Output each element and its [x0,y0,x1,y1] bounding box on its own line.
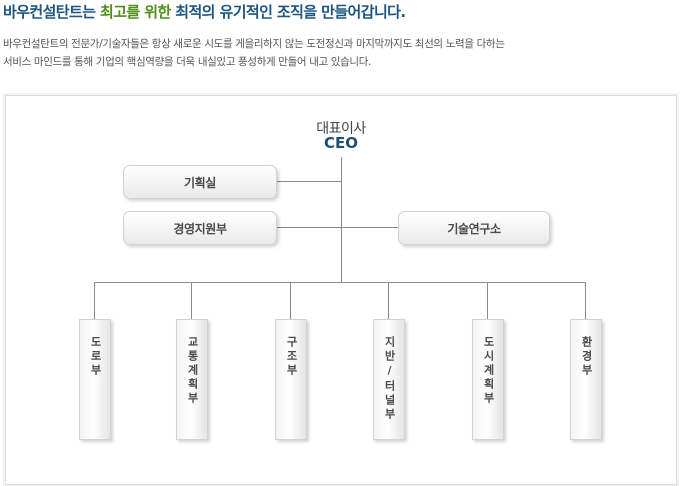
intro-line-1: 바우컨설탄트의 전문가/기술자들은 항상 새로운 시도를 게을리하지 않는 도전… [3,38,505,50]
division-label-environment: 환경부 [580,336,593,378]
headline-part-2: 최적의 유기적인 조직을 만들어갑니다. [170,3,406,21]
connector-trunk [341,157,342,283]
headline-part-1: 바우컨설탄트는 [3,3,101,21]
division-box-urban-planning: 도시계획부 [472,319,504,440]
connector-divisions-bar [94,282,586,283]
division-box-environment: 환경부 [570,319,602,440]
ceo-title-korean: 대표이사 [316,121,366,137]
connector-drop-5 [487,282,488,319]
connector-planning [276,181,341,182]
division-label-traffic-planning: 교통계획부 [186,336,199,406]
division-box-road: 도로부 [79,319,111,440]
intro-line-2: 서비스 마인드를 통해 기업의 핵심역량을 더욱 내실있고 풍성하게 만들어 내… [3,56,372,68]
connector-drop-3 [290,282,291,319]
connector-drop-2 [191,282,192,319]
page-headline: 바우컨설탄트는 최고를 위한 최적의 유기적인 조직을 만들어갑니다. [3,1,406,22]
division-box-traffic-planning: 교통계획부 [176,319,208,440]
connector-drop-6 [585,282,586,319]
connector-drop-1 [94,282,95,319]
division-label-road: 도로부 [89,336,102,378]
division-label-urban-planning: 도시계획부 [482,336,495,406]
research-institute-box: 기술연구소 [398,211,550,245]
ceo-title-english: CEO [323,134,359,152]
division-label-structure: 구조부 [285,336,298,378]
division-label-geotech-tunnel: 지반/터널부 [383,336,396,422]
connector-drop-4 [388,282,389,319]
planning-office-box: 기획실 [123,165,277,199]
division-box-structure: 구조부 [275,319,307,440]
division-box-geotech-tunnel: 지반/터널부 [373,319,405,440]
management-support-box: 경영지원부 [123,211,277,245]
headline-highlight: 최고를 위한 [100,3,171,21]
connector-management [276,227,398,228]
